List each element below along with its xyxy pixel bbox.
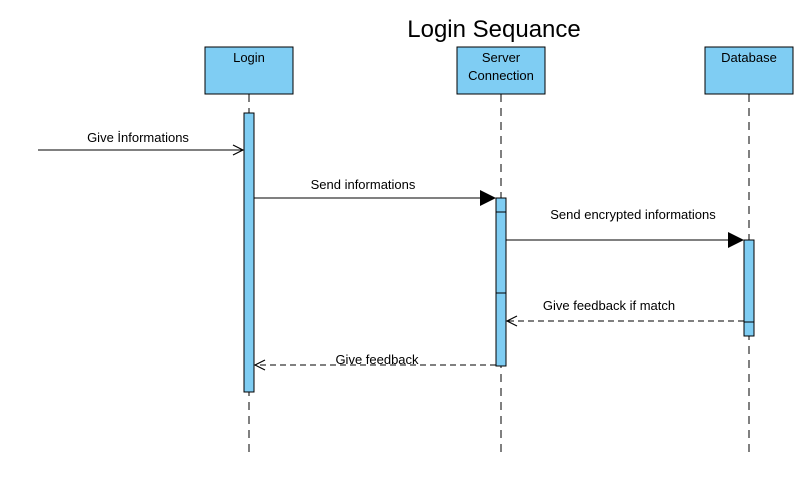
participant-login-label: Login <box>233 50 265 65</box>
activation-bar-server <box>495 197 507 367</box>
message-give-feedback-if-match: Give feedback if match <box>507 298 744 321</box>
participant-server-label-line-2: Connection <box>468 68 534 83</box>
message-label: Give İnformations <box>87 130 189 145</box>
message-label: Send informations <box>311 177 416 192</box>
message-send-encrypted-informations: Send encrypted informations <box>506 207 744 248</box>
participant-login: Login <box>204 46 294 95</box>
participant-database: Database <box>704 46 794 95</box>
diagram-title: Login Sequance <box>407 16 580 43</box>
message-label: Send encrypted informations <box>550 207 716 222</box>
message-send-informations: Send informations <box>254 177 496 206</box>
message-label: Give feedback <box>335 352 419 367</box>
message-label: Give feedback if match <box>543 298 675 313</box>
message-give-informations: Give İnformations <box>38 130 243 150</box>
participant-server-label-line-1: Server <box>482 50 521 65</box>
message-give-feedback: Give feedback <box>255 352 496 367</box>
activation-bar-login <box>243 112 255 393</box>
participant-server-connection: Server Connection <box>456 46 546 95</box>
participant-database-label: Database <box>721 50 777 65</box>
activation-bar-database <box>743 239 755 337</box>
